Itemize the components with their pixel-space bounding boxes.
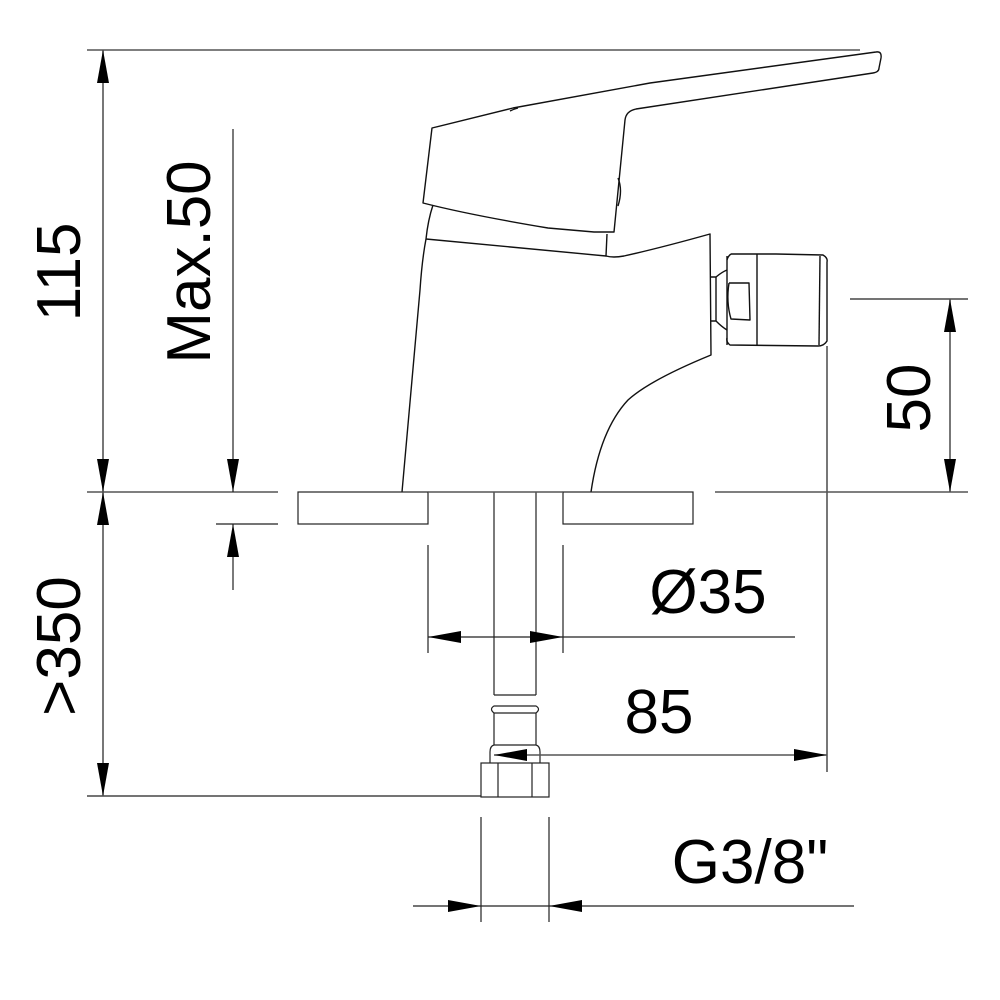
label-connection-thread: G3/8" <box>672 828 828 897</box>
faucet-body <box>401 51 882 493</box>
label-hose-length: >350 <box>25 576 94 716</box>
dimension-lines <box>87 49 968 922</box>
label-spray-height: 50 <box>875 364 944 433</box>
supply-hose <box>480 492 550 798</box>
label-hole-diameter: Ø35 <box>649 558 766 627</box>
label-max-deck-thickness: Max.50 <box>155 160 224 363</box>
body-outline <box>401 238 427 493</box>
spray-nozzle <box>711 253 828 347</box>
deck-section <box>297 491 694 525</box>
label-projection: 85 <box>625 678 694 747</box>
label-overall-height: 115 <box>25 223 94 322</box>
lever-handle <box>422 51 882 233</box>
